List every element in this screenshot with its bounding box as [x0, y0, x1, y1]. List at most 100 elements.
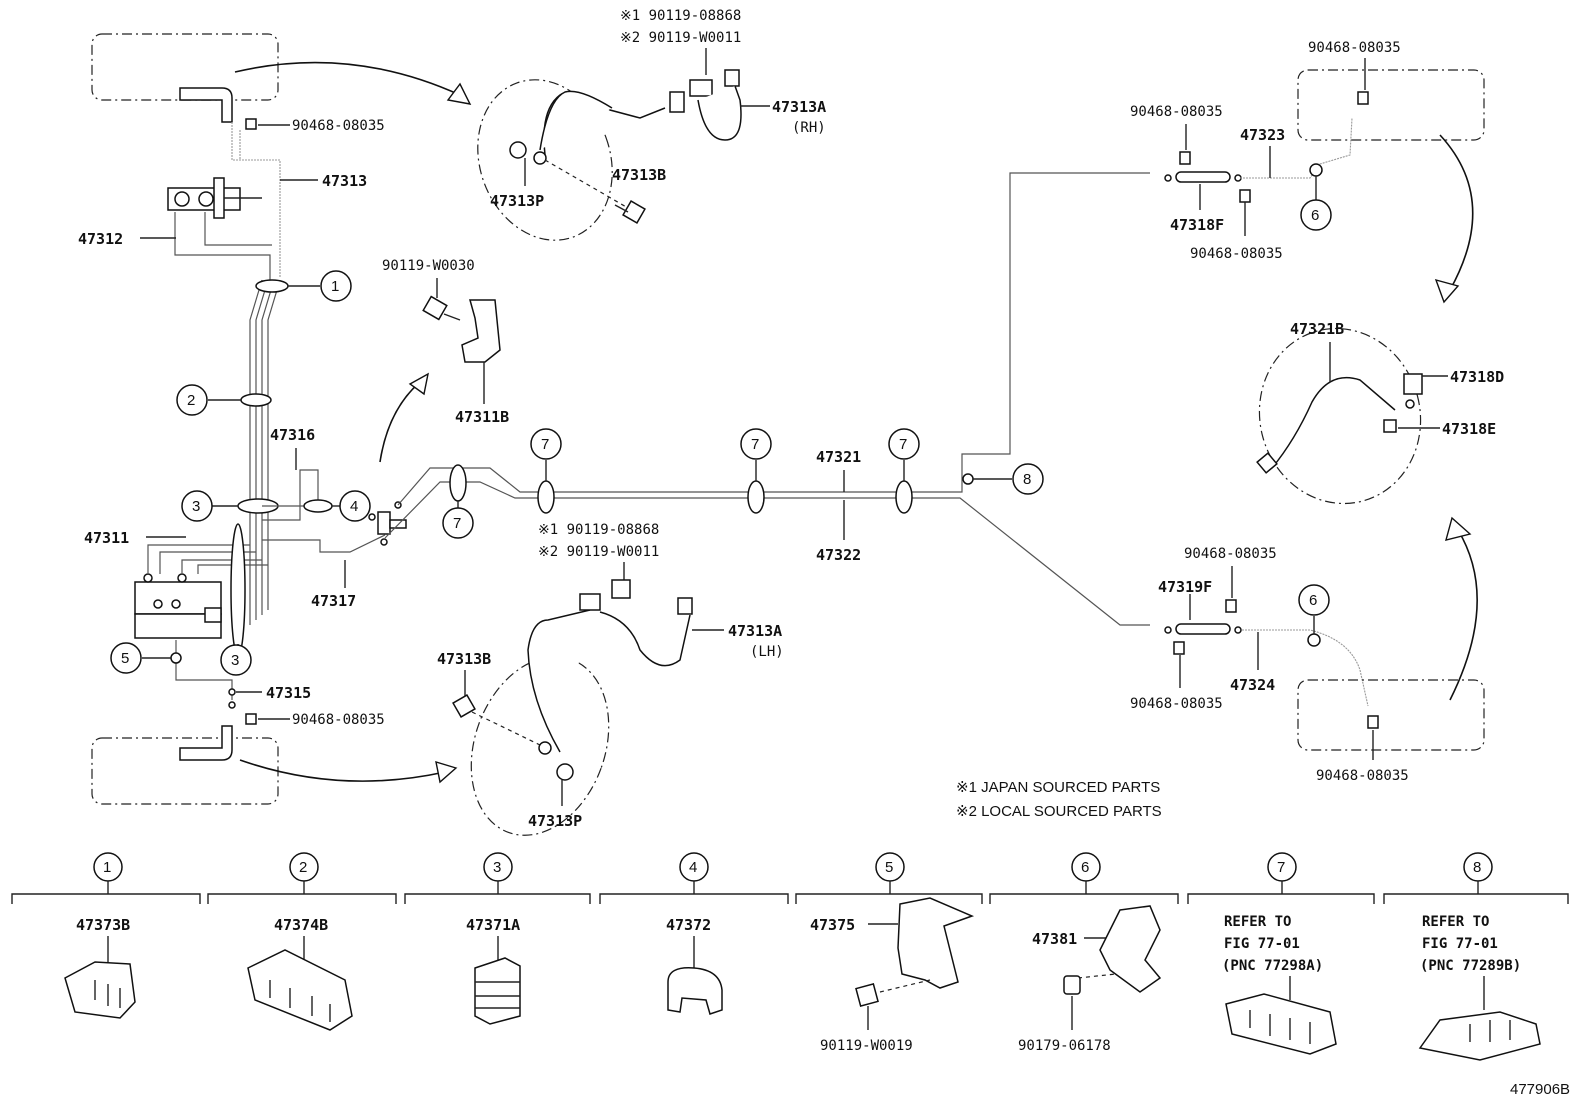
- rear-flexible-hose: [1271, 376, 1396, 469]
- svg-text:7: 7: [1277, 859, 1285, 876]
- callout-6a: [1300, 199, 1332, 231]
- clamp-7d: [895, 480, 913, 514]
- arrow-to-bracket: [379, 381, 421, 463]
- svg-text:7: 7: [453, 515, 461, 532]
- hose-area-lh: [470, 656, 610, 836]
- svg-text:8: 8: [1473, 859, 1481, 876]
- part-label-47318D[interactable]: 47318D: [1450, 368, 1504, 386]
- hose-bolt-rh: [669, 69, 740, 113]
- clip-part-number[interactable]: 90468-08035: [1316, 768, 1409, 784]
- legend-ref-8-line3[interactable]: (PNC 77289B): [1420, 958, 1521, 974]
- part-label-47318E[interactable]: 47318E: [1442, 420, 1496, 438]
- clip-icon: [1225, 599, 1237, 613]
- part-label-47315[interactable]: 47315: [266, 684, 311, 702]
- legend-part-47374B[interactable]: 47374B: [274, 916, 328, 934]
- clip-part-number[interactable]: 90468-08035: [1130, 104, 1223, 120]
- clamp-7a: [449, 464, 467, 502]
- callout-4: [339, 490, 371, 522]
- svg-text:5: 5: [121, 650, 129, 667]
- legend-item-3: 3 47371A: [404, 852, 591, 1025]
- flexible-hose-lh: [527, 609, 591, 753]
- legend: 1 47373B 2 47374B 3 47371A 4: [11, 852, 1569, 1061]
- svg-text:2: 2: [187, 392, 195, 409]
- legend-ref-8-line2[interactable]: FIG 77-01: [1422, 936, 1498, 952]
- legend-ref-7-line2[interactable]: FIG 77-01: [1224, 936, 1300, 952]
- legend-part-47381[interactable]: 47381: [1032, 930, 1077, 948]
- junction-8: [962, 473, 974, 485]
- part-label-47321[interactable]: 47321: [816, 448, 861, 466]
- local-bolt-top[interactable]: ※2 90119-W0011: [620, 30, 741, 46]
- clamp-4: [303, 499, 333, 513]
- part-label-47317[interactable]: 47317: [311, 592, 356, 610]
- japan-bolt-mid[interactable]: ※1 90119-08868: [538, 522, 659, 538]
- svg-text:6: 6: [1309, 592, 1317, 609]
- callout-7a: [442, 507, 474, 539]
- clip-icon: [1173, 641, 1185, 655]
- callout-3: [181, 490, 213, 522]
- rear-hose-fitting: [1403, 373, 1423, 395]
- clip-part-number[interactable]: 90468-08035: [292, 712, 385, 728]
- svg-text:5: 5: [885, 859, 893, 876]
- part-label-47312[interactable]: 47312: [78, 230, 123, 248]
- legend-ref-7-line3[interactable]: (PNC 77298A): [1222, 958, 1323, 974]
- legend-item-7: 7 REFER TO FIG 77-01 (PNC 77298A): [1187, 852, 1375, 1055]
- note-local: ※2 LOCAL SOURCED PARTS: [956, 803, 1162, 820]
- part-label-47313B-top[interactable]: 47313B: [612, 166, 666, 184]
- legend-item-4: 4 47372: [599, 852, 789, 1015]
- clamp-3b: [230, 523, 246, 657]
- union-47318F: [1175, 171, 1231, 183]
- clip-part-number[interactable]: 90468-08035: [1308, 40, 1401, 56]
- clip-part-number[interactable]: 90468-08035: [1190, 246, 1283, 262]
- part-label-47318F[interactable]: 47318F: [1170, 216, 1224, 234]
- legend-part-47373B[interactable]: 47373B: [76, 916, 130, 934]
- clamp-7b: [537, 480, 555, 514]
- local-bolt-mid[interactable]: ※2 90119-W0011: [538, 544, 659, 560]
- part-label-47319F[interactable]: 47319F: [1158, 578, 1212, 596]
- hose-bracket-clip-lh: [556, 763, 574, 781]
- side-rh[interactable]: (RH): [792, 120, 826, 136]
- part-label-47322[interactable]: 47322: [816, 546, 861, 564]
- part-label-47313[interactable]: 47313: [322, 172, 367, 190]
- part-label-47311B[interactable]: 47311B: [455, 408, 509, 426]
- part-label-47323[interactable]: 47323: [1240, 126, 1285, 144]
- japan-bolt-top[interactable]: ※1 90119-08868: [620, 8, 741, 24]
- callout-1: [320, 270, 352, 302]
- legend-sub-90179-06178[interactable]: 90179-06178: [1018, 1038, 1111, 1054]
- legend-ref-7-line1[interactable]: REFER TO: [1224, 914, 1291, 930]
- arrow-top-right: [1439, 134, 1474, 291]
- part-label-47313A-lh[interactable]: 47313A: [728, 622, 782, 640]
- legend-sub-90119-W0019[interactable]: 90119-W0019: [820, 1038, 913, 1054]
- part-label-47313P-top[interactable]: 47313P: [490, 192, 544, 210]
- brake-pipe-47323: [1240, 117, 1353, 179]
- bolt-90119-W0030[interactable]: 90119-W0030: [382, 258, 475, 274]
- legend-item-8: 8 REFER TO FIG 77-01 (PNC 77289B): [1383, 852, 1569, 1061]
- rear-wheel-area-box-bottom: [1297, 679, 1485, 751]
- part-label-47311[interactable]: 47311: [84, 529, 129, 547]
- clamp-2: [240, 393, 272, 407]
- side-lh[interactable]: (LH): [750, 644, 784, 660]
- legend-part-47372[interactable]: 47372: [666, 916, 711, 934]
- clamp-7c: [747, 480, 765, 514]
- legend-ref-8-line1[interactable]: REFER TO: [1422, 914, 1489, 930]
- note-japan: ※1 JAPAN SOURCED PARTS: [956, 779, 1160, 796]
- part-label-47316[interactable]: 47316: [270, 426, 315, 444]
- legend-part-47371A[interactable]: 47371A: [466, 916, 520, 934]
- legend-part-47375[interactable]: 47375: [810, 916, 855, 934]
- clip-part-number[interactable]: 90468-08035: [1184, 546, 1277, 562]
- callout-6b: [1298, 584, 1330, 616]
- part-label-47313B-bot[interactable]: 47313B: [437, 650, 491, 668]
- part-label-47313P-bot[interactable]: 47313P: [528, 812, 582, 830]
- svg-text:1: 1: [103, 859, 111, 876]
- clip-part-number[interactable]: 90468-08035: [1130, 696, 1223, 712]
- callout-7c: [740, 428, 772, 460]
- bolt-47313B-top: [614, 200, 646, 224]
- clip-icon: [245, 118, 257, 130]
- part-label-47313A-rh[interactable]: 47313A: [772, 98, 826, 116]
- part-label-47321B[interactable]: 47321B: [1290, 320, 1344, 338]
- callout-2: [176, 384, 208, 416]
- svg-text:2: 2: [299, 859, 307, 876]
- rear-wheel-area-box-top: [1297, 69, 1485, 141]
- part-label-47324[interactable]: 47324: [1230, 676, 1275, 694]
- clip-part-number[interactable]: 90468-08035: [292, 118, 385, 134]
